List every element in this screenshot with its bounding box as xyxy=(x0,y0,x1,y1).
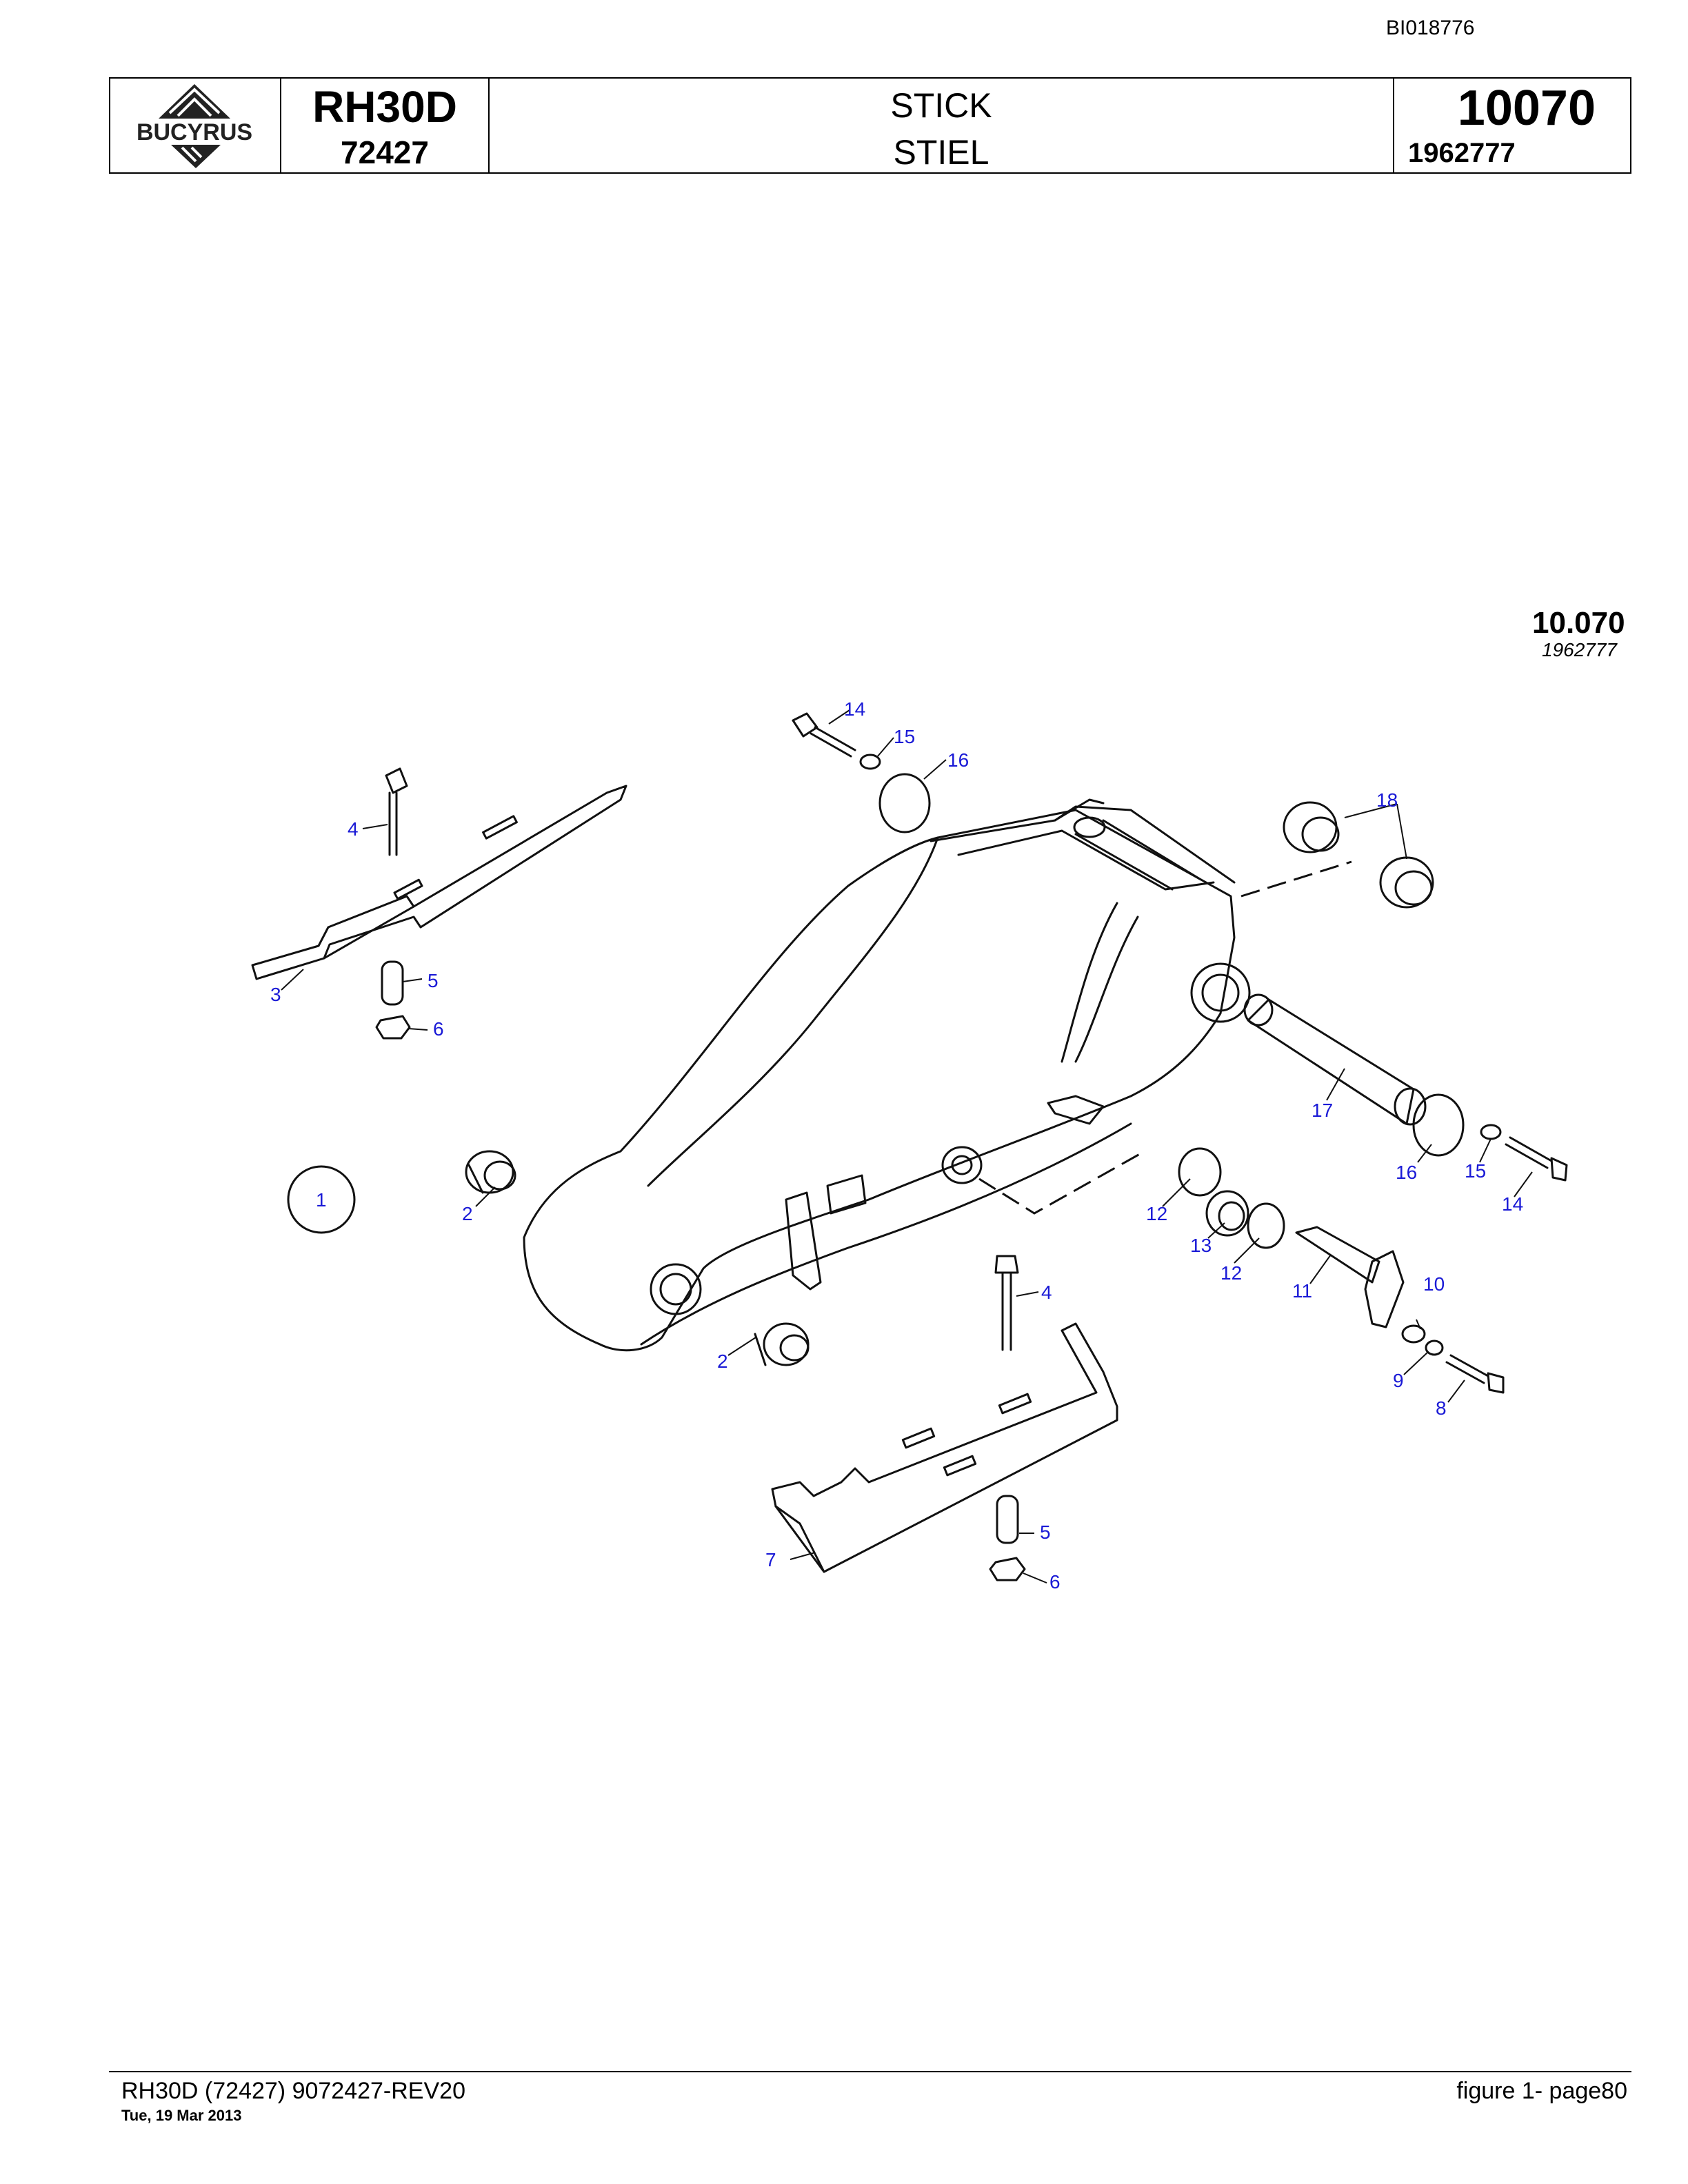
title-english: STICK xyxy=(890,86,992,125)
callout-2a: 2 xyxy=(462,1203,473,1224)
callout-7: 7 xyxy=(765,1549,776,1570)
callout-1: 1 xyxy=(316,1189,327,1211)
logo-text: BUCYRUS xyxy=(137,119,252,145)
callout-4b: 4 xyxy=(1041,1282,1052,1303)
callout-18: 18 xyxy=(1376,789,1398,811)
callout-5a: 5 xyxy=(428,970,439,991)
model-name: RH30D xyxy=(312,82,457,132)
callout-13: 13 xyxy=(1190,1235,1212,1256)
drawing-ref-group: 10.070 xyxy=(1532,606,1625,640)
bucyrus-logo: BUCYRUS xyxy=(120,84,269,168)
callout-3: 3 xyxy=(270,984,281,1005)
title-german: STIEL xyxy=(893,133,989,172)
callout-9: 9 xyxy=(1393,1370,1404,1391)
callout-12b: 12 xyxy=(1220,1262,1242,1284)
callout-10: 10 xyxy=(1423,1273,1445,1295)
callout-11: 11 xyxy=(1292,1280,1312,1302)
callout-16a: 16 xyxy=(947,749,969,771)
drawing-ref-part: 1962777 xyxy=(1542,639,1618,660)
callout-17: 17 xyxy=(1312,1100,1333,1121)
callout-14a: 14 xyxy=(844,698,865,720)
footer-doc-ref: RH30D (72427) 9072427-REV20 xyxy=(121,2078,465,2104)
footer: RH30D (72427) 9072427-REV20 Tue, 19 Mar … xyxy=(109,2071,1631,2124)
callout-6b: 6 xyxy=(1049,1571,1061,1593)
footer-page: figure 1- page80 xyxy=(1456,2078,1627,2104)
guard-3 xyxy=(251,785,627,980)
title-cell: STICK STIEL xyxy=(490,79,1394,172)
title-block: BUCYRUS RH30D 72427 STICK STIEL 10070 19… xyxy=(109,77,1631,174)
callout-16b: 16 xyxy=(1396,1162,1417,1183)
pin-11 xyxy=(1295,1226,1380,1284)
serial-number: 72427 xyxy=(341,134,429,170)
callout-15a: 15 xyxy=(894,726,915,747)
stick-body xyxy=(523,809,1236,1352)
callout-14b: 14 xyxy=(1502,1193,1523,1215)
callout-15b: 15 xyxy=(1465,1160,1486,1182)
group-number: 10070 xyxy=(1457,81,1596,136)
number-cell: 10070 1962777 xyxy=(1394,79,1630,172)
callout-4a: 4 xyxy=(348,818,359,840)
document-id: BI018776 xyxy=(1386,17,1475,39)
part-number: 1962777 xyxy=(1408,138,1516,168)
callout-6a: 6 xyxy=(433,1018,444,1040)
callout-5b: 5 xyxy=(1040,1521,1051,1543)
logo-cell: BUCYRUS xyxy=(110,79,281,172)
model-cell: RH30D 72427 xyxy=(281,79,490,172)
callout-12a: 12 xyxy=(1146,1203,1167,1224)
callout-8: 8 xyxy=(1436,1397,1447,1419)
callout-2b: 2 xyxy=(717,1351,728,1372)
guard-7 xyxy=(771,1322,1118,1573)
footer-date: Tue, 19 Mar 2013 xyxy=(121,2107,242,2124)
